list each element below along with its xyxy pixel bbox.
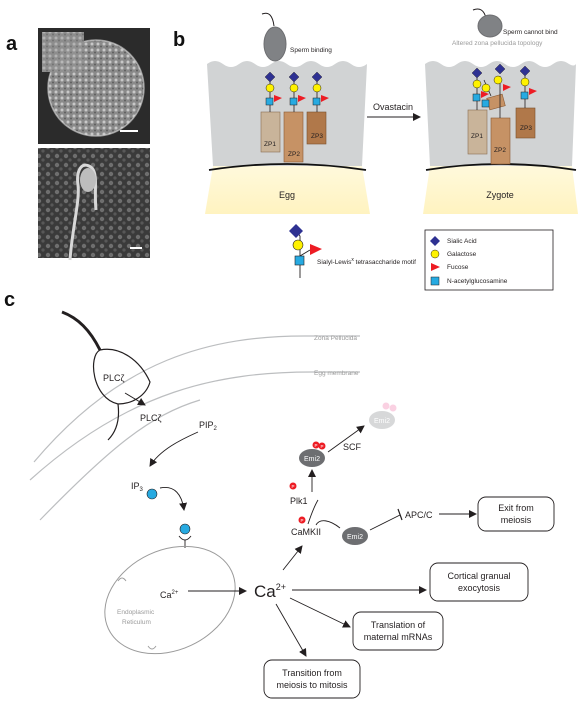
- egg-right: Zygote: [423, 61, 578, 214]
- panel-label-b: b: [173, 29, 185, 51]
- svg-text:Translation of: Translation of: [371, 620, 426, 630]
- legend-galactose: Galactose: [447, 251, 477, 258]
- zona-pellucida-right: [425, 61, 576, 166]
- legend-icon-sialic-acid: [430, 236, 440, 246]
- sperm-cannot-bind: Sperm cannot bind Altered zona pellucida…: [452, 8, 558, 47]
- motif-sialic-acid: [289, 224, 303, 238]
- scf-label: SCF: [343, 442, 362, 452]
- er-label-line2: Reticulum: [122, 619, 151, 626]
- box-meiosis-to-mitosis: Transition from meiosis to mitosis: [263, 659, 361, 699]
- legend-glcnac: N-acetylglucosamine: [447, 278, 508, 285]
- zygote-label: Zygote: [486, 190, 514, 200]
- legend-icon-fucose: [431, 263, 440, 271]
- apcc-label: APC/C: [405, 510, 433, 520]
- box-cortical-exocytosis: Cortical granual exocytosis: [429, 562, 529, 602]
- panel-label-a: a: [6, 33, 18, 55]
- box-exit-meiosis: Exit from meiosis: [477, 496, 555, 532]
- zp1-right: [467, 109, 488, 155]
- egg-cytoplasm: [205, 166, 370, 214]
- zp3-label-left: ZP3: [311, 133, 323, 140]
- egg-membrane-label: Egg membrane: [314, 370, 359, 377]
- svg-text:exocytosis: exocytosis: [458, 583, 501, 593]
- altered-zona-label: Altered zona pellucida topology: [452, 40, 543, 47]
- plc-zeta-free: PLCζ: [140, 413, 162, 423]
- svg-text:Exit from: Exit from: [498, 503, 534, 513]
- emi2-phosphorylated: Emi2 P P: [299, 441, 326, 467]
- sperm-fusing: PLCζ: [61, 310, 151, 441]
- sem-image-top: [38, 28, 150, 144]
- zp3-left: [306, 111, 327, 145]
- ca-er-label: Ca2+: [160, 590, 179, 600]
- zp-proteins-left: ZP1 ZP2 ZP3: [260, 111, 327, 163]
- legend-icon-glcnac: [430, 276, 440, 286]
- egg-label: Egg: [279, 190, 295, 200]
- svg-text:P: P: [300, 518, 303, 523]
- zp2-left: [283, 111, 304, 163]
- legend-fucose: Fucose: [447, 264, 469, 271]
- sperm-binding-label: Sperm binding: [290, 47, 332, 54]
- svg-text:P: P: [291, 484, 294, 489]
- zygote-cytoplasm: [423, 166, 578, 214]
- motif-galactose: [292, 239, 304, 251]
- svg-text:Emi2: Emi2: [304, 456, 320, 463]
- svg-text:P: P: [314, 443, 317, 448]
- sem-image-bottom: [38, 148, 150, 261]
- glycans-left: [264, 71, 329, 112]
- camkii-label: CaMKII: [291, 527, 321, 537]
- motif-glcnac: [294, 255, 305, 266]
- er-label-line1: Endoplasmic: [117, 609, 155, 616]
- svg-text:meiosis to mitosis: meiosis to mitosis: [276, 680, 348, 690]
- zp2-right: [490, 117, 511, 165]
- emi2-active: Emi2: [342, 527, 368, 545]
- sperm-binding: Sperm binding: [261, 12, 332, 62]
- ovastacin-arrow: Ovastacin: [367, 102, 421, 121]
- svg-text:meiosis: meiosis: [501, 515, 532, 525]
- camkii-phospho: P: [298, 516, 306, 524]
- zona-pellucida-label: Zona Pellucida: [314, 335, 357, 342]
- emi2-degraded: Emi2: [369, 402, 397, 429]
- zp1-left: [260, 111, 281, 153]
- ip3-label: IP3: [131, 481, 144, 493]
- zp3-label-right: ZP3: [520, 125, 532, 132]
- plk1-phospho: P: [289, 482, 297, 490]
- sialyl-lewis-motif: Sialyl-Lewisx tetrasaccharide motif: [289, 224, 416, 278]
- ca-cytosol-label: Ca2+: [254, 582, 286, 601]
- svg-text:maternal mRNAs: maternal mRNAs: [364, 632, 433, 642]
- endoplasmic-reticulum: Ca2+ Endoplasmic Reticulum: [104, 545, 236, 655]
- pip2-label: PIP2: [199, 420, 218, 432]
- ip3-receptor: [178, 523, 192, 548]
- zp3-right: [515, 107, 536, 139]
- zp1-label-right: ZP1: [471, 133, 483, 140]
- plk1-label: Plk1: [290, 496, 308, 506]
- motif-label: Sialyl-Lewisx tetrasaccharide motif: [317, 257, 416, 266]
- sperm-cannot-bind-label: Sperm cannot bind: [503, 29, 558, 36]
- membranes: Zona Pellucida Egg membrane: [29, 335, 360, 521]
- glycans-right: [471, 63, 537, 118]
- panel-label-c: c: [4, 289, 15, 311]
- legend-icon-galactose: [430, 249, 440, 259]
- zp2-label-left: ZP2: [288, 151, 300, 158]
- motif-fucose: [310, 244, 322, 255]
- ovastacin-label: Ovastacin: [373, 102, 413, 112]
- svg-text:Emi2: Emi2: [374, 418, 390, 425]
- zp1-label-left: ZP1: [264, 141, 276, 148]
- svg-text:Emi2: Emi2: [347, 534, 363, 541]
- legend-sialic-acid: Sialic Acid: [447, 238, 477, 245]
- ip3-molecule: [146, 488, 158, 500]
- glycan-legend: Sialic Acid Galactose Fucose N-acetylglu…: [424, 229, 554, 291]
- plc-zeta-sperm: PLCζ: [103, 373, 125, 383]
- zp-proteins-right: ZP1 ZP2 ZP3: [467, 93, 536, 165]
- svg-text:Transition from: Transition from: [282, 668, 342, 678]
- svg-text:Cortical granual: Cortical granual: [447, 571, 510, 581]
- zp2-label-right: ZP2: [494, 147, 506, 154]
- svg-text:P: P: [320, 444, 323, 449]
- box-translation-mrna: Translation of maternal mRNAs: [352, 611, 444, 651]
